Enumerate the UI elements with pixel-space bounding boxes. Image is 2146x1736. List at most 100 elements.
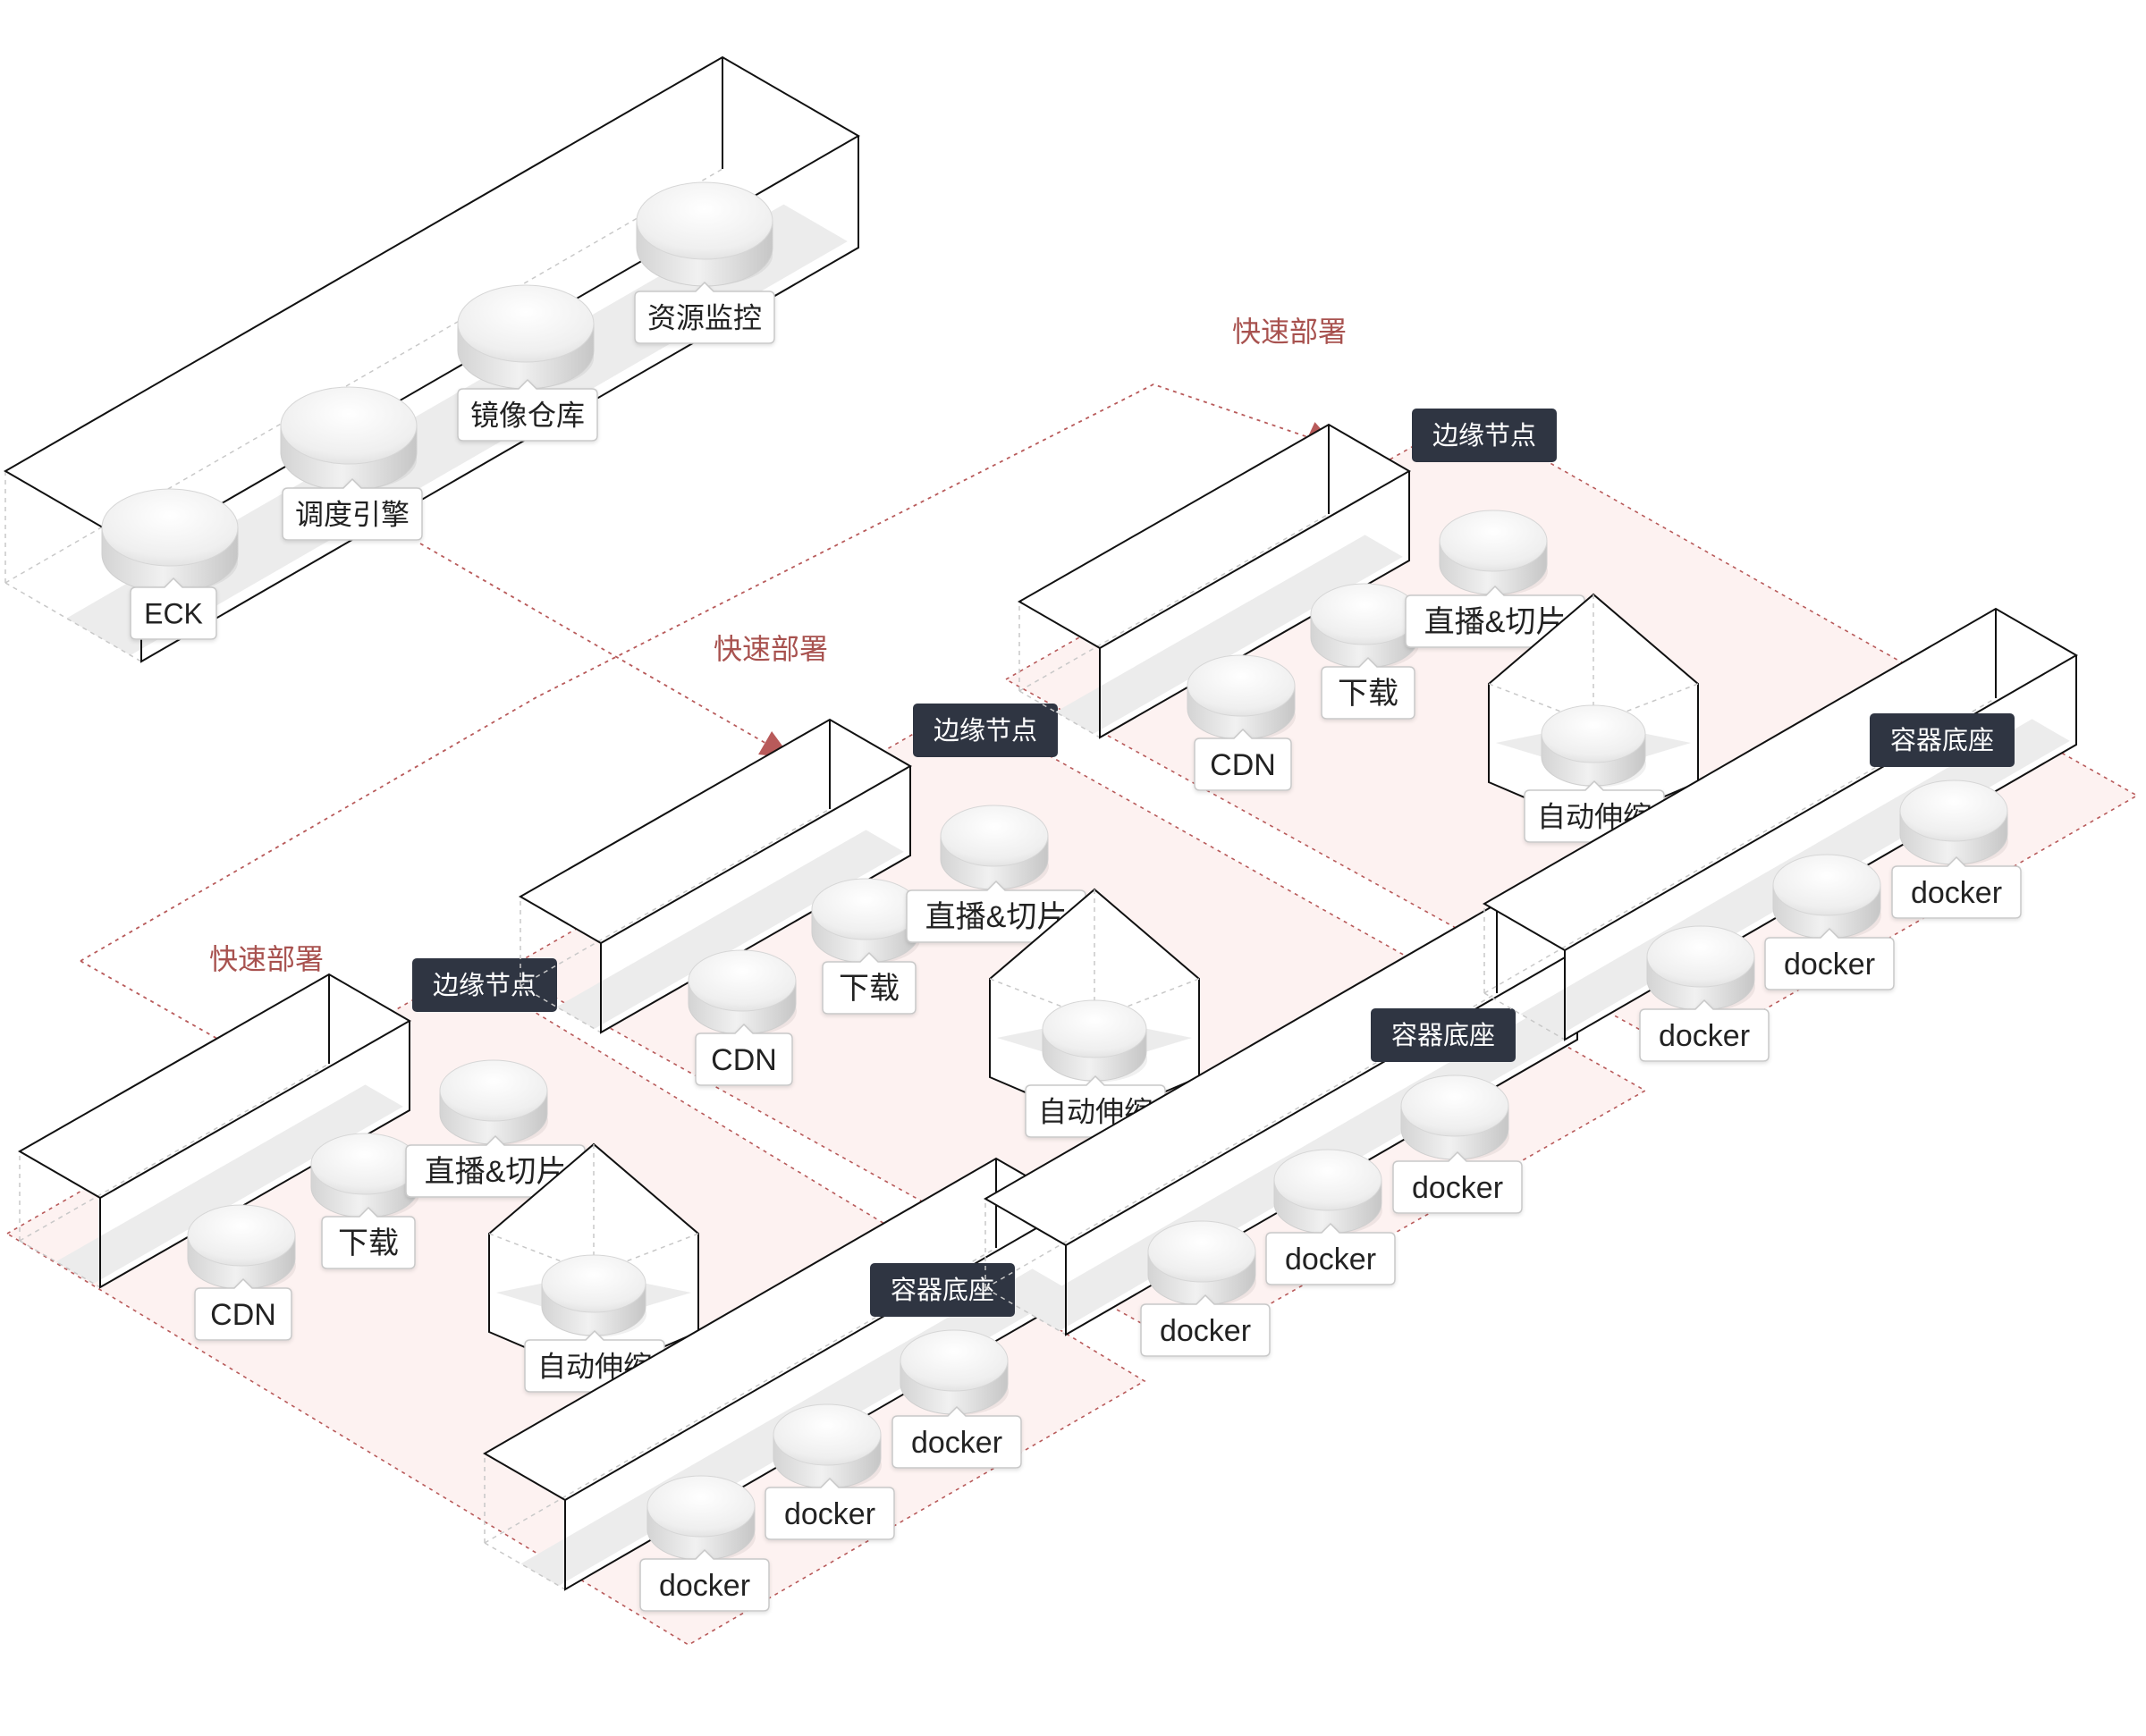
- edge-node-1: 边缘节点 CDN 下载 直播&切片: [518, 704, 1086, 1086]
- docker-label-2-2-box: [1891, 855, 2022, 919]
- edge-node-title-0: 边缘节点: [412, 958, 557, 1012]
- docker-label-2-1-text: docker: [1784, 948, 1875, 982]
- autoscale-group-2: 自动伸缩: [1488, 593, 1699, 843]
- edge-service-disk-1-0-top: [688, 949, 797, 1012]
- edge-service-disk-1-0: [688, 949, 797, 1036]
- docker-label-1-2-box: [1392, 1150, 1523, 1214]
- docker-label-1-1-box: [1265, 1222, 1396, 1285]
- edge-node-box-1-hidden-edge: [520, 808, 831, 987]
- edge-service-disk-2-1-top: [1310, 583, 1419, 645]
- docker-label-1-0-text: docker: [1160, 1314, 1251, 1348]
- docker-disk-2-0: [1646, 925, 1755, 1012]
- edge-node-title-1: 边缘节点: [913, 704, 1058, 757]
- docker-label-0-0-text: docker: [659, 1569, 750, 1603]
- autoscale-disk-1: [1042, 999, 1148, 1083]
- cloud-service-label-1-text: 调度引擎: [295, 499, 410, 531]
- edge-node-box-0-body: [20, 974, 410, 1287]
- edge-service-label-0-1: 下载: [321, 1206, 416, 1269]
- deploy-path-1: 快速部署: [419, 543, 828, 759]
- edge-service-disk-0-1: [310, 1133, 419, 1219]
- docker-label-2-0-box: [1639, 999, 1770, 1062]
- container-base-2: 容器底座 docker docker docker: [1483, 607, 2078, 1062]
- edge-node-title-2: 边缘节点: [1412, 409, 1557, 462]
- cloud-service-label-1: 调度引擎: [282, 477, 423, 541]
- container-base-title-1: 容器底座: [1371, 1008, 1516, 1062]
- edge-node-title-0-bg: [412, 958, 557, 1012]
- edge-node-title-1-text: 边缘节点: [934, 716, 1037, 746]
- docker-disk-2-0-top: [1646, 925, 1755, 988]
- cloud-service-disk-1-top: [280, 386, 418, 465]
- edge-node-box-2-hidden-edge: [1018, 513, 1330, 692]
- docker-disk-1-1-top: [1273, 1149, 1382, 1211]
- docker-label-0-2-text: docker: [911, 1426, 1002, 1460]
- edge-service-disk-2-0: [1187, 654, 1296, 741]
- docker-disk-0-2-top: [900, 1329, 1009, 1392]
- docker-disk-0-1: [773, 1403, 882, 1490]
- cloud-service-disk-0-top: [101, 488, 239, 567]
- container-base-box-0-hidden-edge: [484, 1542, 566, 1590]
- docker-label-0-2: docker: [891, 1405, 1022, 1469]
- edge-service-disk-0-1-top: [310, 1133, 419, 1195]
- cloud-service-label-2-box: [457, 378, 598, 442]
- docker-label-2-1-box: [1764, 927, 1895, 990]
- edge-node-box-2-outline: [1099, 471, 1410, 739]
- autoscale-disk-1-top: [1042, 999, 1147, 1058]
- edge-service-label-0-0-box: [194, 1277, 292, 1341]
- edge-node-title-1-bg: [913, 704, 1058, 757]
- docker-disk-1-0: [1147, 1220, 1256, 1307]
- edge-service-disk-0-0-top: [187, 1204, 296, 1267]
- docker-disk-2-1-top: [1772, 854, 1881, 916]
- edge-service-disk-0-2: [439, 1059, 548, 1146]
- cloud-service-disk-0: [101, 488, 239, 594]
- edge-node-box-1-floor: [556, 830, 904, 1029]
- container-base-title-1-text: 容器底座: [1391, 1021, 1495, 1050]
- edge-node-box-0: [17, 973, 412, 1289]
- docker-disk-0-1-top: [773, 1403, 882, 1466]
- docker-label-0-1: docker: [765, 1477, 895, 1540]
- cloud-service-label-3: 资源监控: [634, 281, 775, 344]
- deploy-path-1-label: 快速部署: [714, 633, 828, 665]
- edge-node-box-0-outline: [99, 1021, 410, 1289]
- edge-node-title-2-bg: [1412, 409, 1557, 462]
- container-base-box-1-hidden-edge: [984, 1287, 1067, 1336]
- cloud-service-label-1-box: [282, 477, 423, 541]
- cloud-platform: ECK 调度引擎 镜像仓库 资源监控: [4, 55, 860, 663]
- edge-node-box-0-hidden-edge: [19, 1240, 101, 1288]
- edge-service-disk-0-0: [187, 1204, 296, 1291]
- cloud-service-label-0-box: [130, 577, 217, 640]
- edge-node-box-1-hidden-edge: [520, 985, 602, 1033]
- docker-label-2-0-text: docker: [1659, 1019, 1750, 1053]
- container-base-title-2-text: 容器底座: [1890, 726, 1994, 755]
- cloud-service-label-2-text: 镜像仓库: [470, 400, 585, 432]
- edge-service-label-1-2: 直播&切片: [906, 880, 1086, 943]
- docker-label-1-0: docker: [1140, 1294, 1271, 1357]
- docker-disk-1-1: [1273, 1149, 1382, 1235]
- cloud-service-label-0: ECK: [130, 577, 217, 640]
- edge-service-label-2-0-text: CDN: [1210, 748, 1276, 782]
- autoscale-disk-0-top: [541, 1254, 646, 1313]
- docker-label-2-2-text: docker: [1911, 876, 2002, 910]
- cloud-service-disk-2: [457, 284, 595, 390]
- edge-service-label-2-1-text: 下载: [1338, 677, 1398, 711]
- edge-node-title-0-text: 边缘节点: [433, 971, 536, 1000]
- edge-service-label-2-0-box: [1194, 728, 1292, 791]
- edge-service-disk-2-1: [1310, 583, 1419, 670]
- docker-disk-1-2-top: [1400, 1074, 1509, 1137]
- edge-node-box-1: [518, 718, 913, 1034]
- edge-service-label-1-0: CDN: [695, 1023, 793, 1086]
- container-base-title-1-bg: [1371, 1008, 1516, 1062]
- edge-service-label-1-0-text: CDN: [711, 1043, 777, 1077]
- docker-disk-1-2: [1400, 1074, 1509, 1161]
- container-base-title-0-bg: [870, 1263, 1015, 1317]
- edge-service-label-1-1: 下载: [822, 951, 917, 1015]
- edge-node-box-0-hidden-edge: [19, 1063, 330, 1242]
- edge-service-label-0-0-text: CDN: [210, 1298, 276, 1332]
- edge-service-disk-1-2: [940, 805, 1049, 891]
- autoscale-disk-2-top: [1541, 704, 1646, 763]
- edge-node-title-2-text: 边缘节点: [1432, 421, 1536, 451]
- docker-label-1-2: docker: [1392, 1150, 1523, 1214]
